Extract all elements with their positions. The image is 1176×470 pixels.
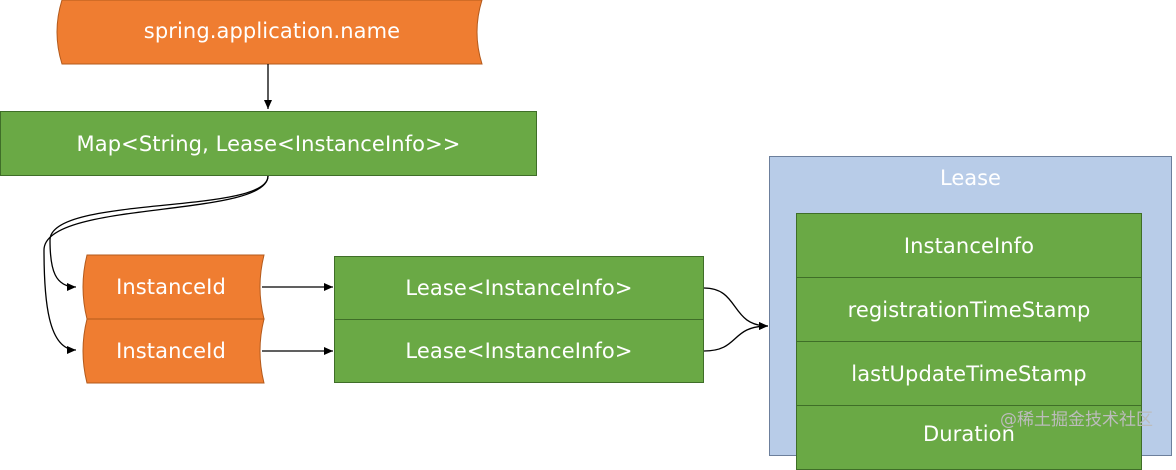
diagram-canvas <box>43 0 769 384</box>
lease-node-2: Lease<InstanceInfo> <box>334 319 704 383</box>
top-node-label: spring.application.name <box>143 19 401 43</box>
connector-map-to-instance-2 <box>43 175 269 354</box>
instance-id-shape-2 <box>82 318 265 384</box>
instance-id-label-2: InstanceId <box>116 339 226 363</box>
map-node: Map<String, Lease<InstanceInfo>> <box>0 111 537 176</box>
connector-map-to-instance-1 <box>49 175 269 291</box>
top-node-shape <box>56 0 483 65</box>
lease-field-instance-info: InstanceInfo <box>796 213 1142 278</box>
lease-node-1: Lease<InstanceInfo> <box>334 256 704 320</box>
watermark: @稀土掘金技术社区 <box>1000 410 1153 430</box>
connector-lease-to-class-2 <box>703 322 769 352</box>
connector-lease-to-class-1 <box>703 287 769 330</box>
lease-class-title: Lease <box>940 166 1001 190</box>
lease-field-last-update-timestamp: lastUpdateTimeStamp <box>796 341 1142 406</box>
instance-id-label-1: InstanceId <box>116 275 226 299</box>
lease-field-registration-timestamp: registrationTimeStamp <box>796 277 1142 342</box>
